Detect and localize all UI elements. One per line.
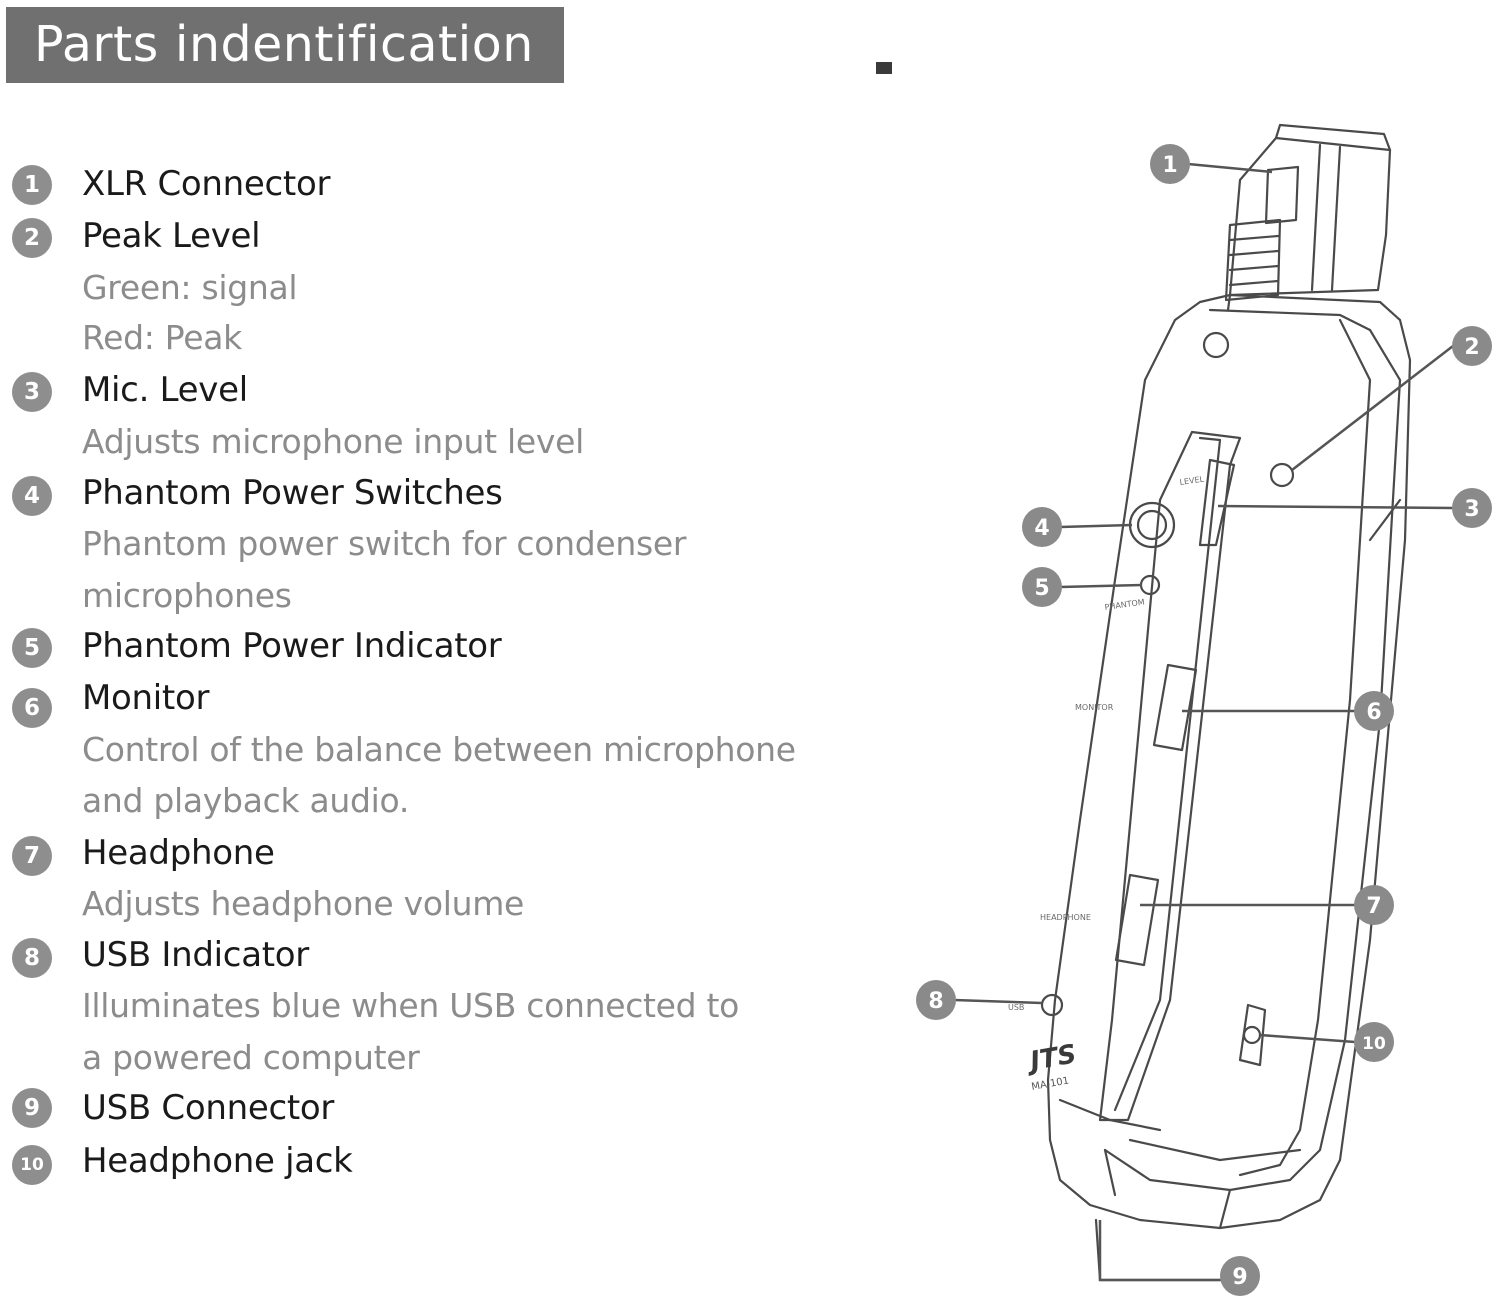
part-description: Red: Peak: [82, 318, 242, 357]
part-name: Mic. Level: [82, 370, 248, 410]
callout-10: 10: [1354, 1022, 1394, 1062]
part-name: Headphone: [82, 833, 275, 873]
part-description: microphones: [82, 576, 292, 615]
part-name: Peak Level: [82, 216, 261, 256]
device-diagram: LEVEL PHANTOM MONITOR HEADPHONE USB JTS …: [916, 123, 1492, 1296]
part-number-badge: 4: [12, 476, 52, 516]
svg-text:6: 6: [1366, 700, 1381, 725]
leader-lines: [953, 162, 1454, 1282]
model-label: MA-101: [1031, 1076, 1070, 1093]
part-name: XLR Connector: [82, 164, 331, 204]
svg-text:9: 9: [1232, 1265, 1247, 1290]
callouts: 1 2 3 4 5 6 7 8 10 9: [916, 144, 1492, 1296]
svg-text:2: 2: [1464, 335, 1479, 360]
svg-text:10: 10: [1362, 1034, 1386, 1054]
part-number-badge: 3: [12, 372, 52, 412]
page-title: Parts indentification: [6, 7, 564, 83]
part-description: Green: signal: [82, 268, 298, 307]
callout-3: 3: [1452, 488, 1492, 528]
part-description: Illuminates blue when USB connected to: [82, 986, 740, 1025]
part-number-badge: 5: [12, 628, 52, 668]
callout-6: 6: [1354, 691, 1394, 731]
svg-text:8: 8: [928, 989, 943, 1014]
device-label-level: LEVEL: [1179, 475, 1205, 487]
part-name: USB Indicator: [82, 935, 309, 975]
part-number-badge: 10: [12, 1145, 52, 1185]
part-number-badge: 8: [12, 938, 52, 978]
part-description: Phantom power switch for condenser: [82, 524, 687, 563]
device-label-phantom: PHANTOM: [1104, 597, 1145, 612]
part-number-badge: 6: [12, 688, 52, 728]
device-labels: LEVEL PHANTOM MONITOR HEADPHONE USB: [1008, 475, 1205, 1012]
callout-8: 8: [916, 980, 956, 1020]
svg-text:4: 4: [1034, 516, 1049, 541]
callout-1: 1: [1150, 144, 1190, 184]
svg-text:5: 5: [1034, 576, 1049, 601]
part-number-badge: 9: [12, 1088, 52, 1128]
callout-2: 2: [1452, 326, 1492, 366]
decorative-dot: [876, 62, 892, 74]
brand-logo: JTS: [1023, 1039, 1079, 1077]
svg-text:7: 7: [1366, 894, 1381, 919]
part-description: a powered computer: [82, 1038, 420, 1077]
part-number-badge: 7: [12, 836, 52, 876]
part-description: Adjusts headphone volume: [82, 884, 525, 923]
part-description: Control of the balance between microphon…: [82, 730, 796, 769]
svg-text:3: 3: [1464, 497, 1479, 522]
part-description: Adjusts microphone input level: [82, 422, 584, 461]
device-label-headphone: HEADPHONE: [1040, 913, 1091, 922]
part-name: Monitor: [82, 678, 210, 718]
part-name: USB Connector: [82, 1088, 335, 1128]
part-description: and playback audio.: [82, 781, 410, 820]
part-name: Phantom Power Indicator: [82, 626, 502, 666]
callout-9: 9: [1220, 1256, 1260, 1296]
part-name: Phantom Power Switches: [82, 473, 503, 513]
callout-4: 4: [1022, 507, 1062, 547]
callout-5: 5: [1022, 567, 1062, 607]
device-label-monitor: MONITOR: [1075, 703, 1114, 712]
part-number-badge: 1: [12, 165, 52, 205]
part-name: Headphone jack: [82, 1141, 353, 1181]
callout-7: 7: [1354, 885, 1394, 925]
device-label-usb: USB: [1008, 1003, 1024, 1012]
part-number-badge: 2: [12, 218, 52, 258]
svg-text:1: 1: [1162, 153, 1177, 178]
